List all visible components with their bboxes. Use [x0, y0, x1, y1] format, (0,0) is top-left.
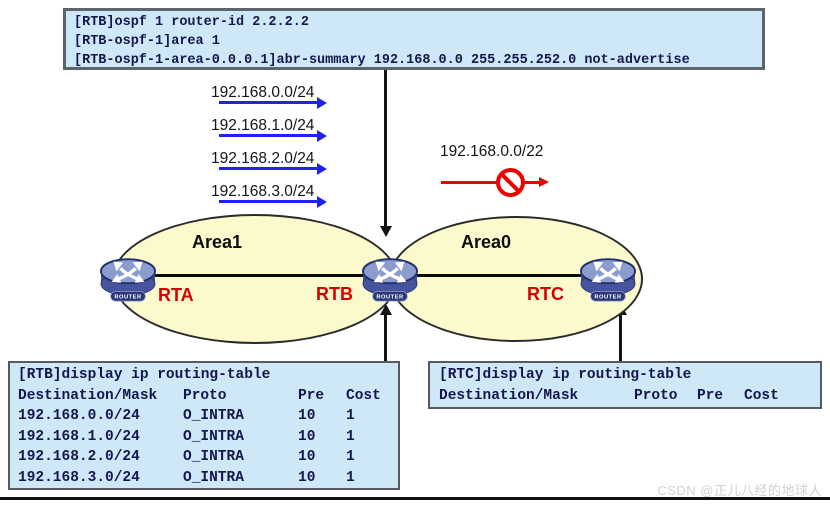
area1-ellipse	[112, 214, 398, 344]
arrow-down-icon	[379, 226, 392, 237]
table-row: 192.168.0.0/24 O_INTRA 10 1	[18, 406, 396, 427]
advertised-route-label: 192.168.1.0/24	[211, 117, 315, 134]
config-to-rtb-connector	[384, 70, 387, 228]
col-header: Pre	[298, 387, 325, 404]
col-header: Proto	[634, 387, 678, 404]
rta-label: RTA	[158, 285, 194, 305]
col-header: Cost	[346, 387, 381, 404]
config-line: [RTB]ospf 1 router-id 2.2.2.2	[74, 15, 309, 30]
bottom-divider	[0, 497, 830, 500]
area1-label: Area1	[192, 232, 243, 252]
table-row: 192.168.1.0/24 O_INTRA 10 1	[18, 427, 396, 448]
rtb-box-connector	[384, 313, 387, 361]
cell: 1	[346, 408, 355, 424]
config-line: [RTB-ospf-1]area 1	[74, 34, 220, 49]
cell: 192.168.2.0/24	[18, 449, 140, 465]
rtc-table-title: [RTC]display ip routing-table	[439, 367, 692, 383]
cell: 192.168.1.0/24	[18, 428, 140, 445]
rtc-label: RTC	[527, 284, 564, 304]
cell: O_INTRA	[183, 449, 244, 465]
router-icon-caption: ROUTER	[376, 295, 404, 301]
advertise-arrow-icon	[219, 129, 327, 142]
table-header-row: Destination/Mask Proto Pre Cost	[439, 386, 814, 407]
rtb-table-title: [RTB]display ip routing-table	[18, 367, 271, 383]
advertised-route-label: 192.168.3.0/24	[211, 183, 315, 200]
cell: 10	[298, 408, 316, 424]
cell: 10	[298, 449, 316, 465]
col-header: Pre	[697, 387, 724, 404]
config-line: [RTB-ospf-1-area-0.0.0.1]abr-summary 192…	[74, 53, 690, 68]
rtc-box-connector	[619, 313, 622, 361]
csdn-watermark: CSDN @正儿八经的地球人	[657, 483, 822, 498]
router-icon-rta: ROUTER	[100, 258, 156, 302]
router-icon-caption: ROUTER	[114, 295, 142, 301]
col-header: Destination/Mask	[18, 387, 158, 404]
prohibition-slash	[500, 172, 521, 193]
router-icon-rtc: ROUTER	[580, 258, 636, 302]
rtb-routing-table: Destination/Mask Proto Pre Cost 192.168.…	[18, 386, 396, 489]
col-header: Cost	[744, 387, 779, 404]
cell: O_INTRA	[183, 428, 244, 445]
rtb-ospf-config-box: [RTB]ospf 1 router-id 2.2.2.2 [RTB-ospf-…	[63, 8, 765, 70]
blocked-route-label: 192.168.0.0/22	[440, 143, 544, 160]
router-icon-caption: ROUTER	[594, 295, 622, 301]
rtc-routing-table-box: [RTC]display ip routing-table Destinatio…	[428, 361, 822, 409]
cell: O_INTRA	[183, 469, 244, 486]
cell: 10	[298, 469, 316, 486]
cell: 1	[346, 469, 355, 486]
advertised-route-label: 192.168.2.0/24	[211, 150, 315, 167]
table-row: 192.168.3.0/24 O_INTRA 10 1	[18, 468, 396, 489]
col-header: Destination/Mask	[439, 387, 579, 404]
col-header: Proto	[183, 387, 227, 404]
cell: 1	[346, 428, 355, 445]
cell: 10	[298, 428, 316, 445]
advertised-route-label: 192.168.0.0/24	[211, 84, 315, 101]
blocked-route-arrow-icon	[441, 177, 549, 187]
cell: 1	[346, 449, 355, 465]
rtb-label: RTB	[316, 284, 353, 304]
rtc-routing-table: Destination/Mask Proto Pre Cost	[439, 386, 814, 407]
router-icon-rtb: ROUTER	[362, 258, 418, 302]
area0-label: Area0	[461, 232, 512, 252]
cell: 192.168.3.0/24	[18, 469, 140, 486]
cell: O_INTRA	[183, 408, 244, 424]
rtb-routing-table-box: [RTB]display ip routing-table Destinatio…	[8, 361, 400, 490]
advertise-arrow-icon	[219, 162, 327, 175]
table-row: 192.168.2.0/24 O_INTRA 10 1	[18, 447, 396, 468]
advertise-arrow-icon	[219, 96, 327, 109]
cell: 192.168.0.0/24	[18, 408, 140, 424]
advertise-arrow-icon	[219, 195, 327, 208]
prohibition-icon	[496, 168, 525, 197]
arrow-up-icon	[379, 304, 392, 315]
table-header-row: Destination/Mask Proto Pre Cost	[18, 386, 396, 407]
